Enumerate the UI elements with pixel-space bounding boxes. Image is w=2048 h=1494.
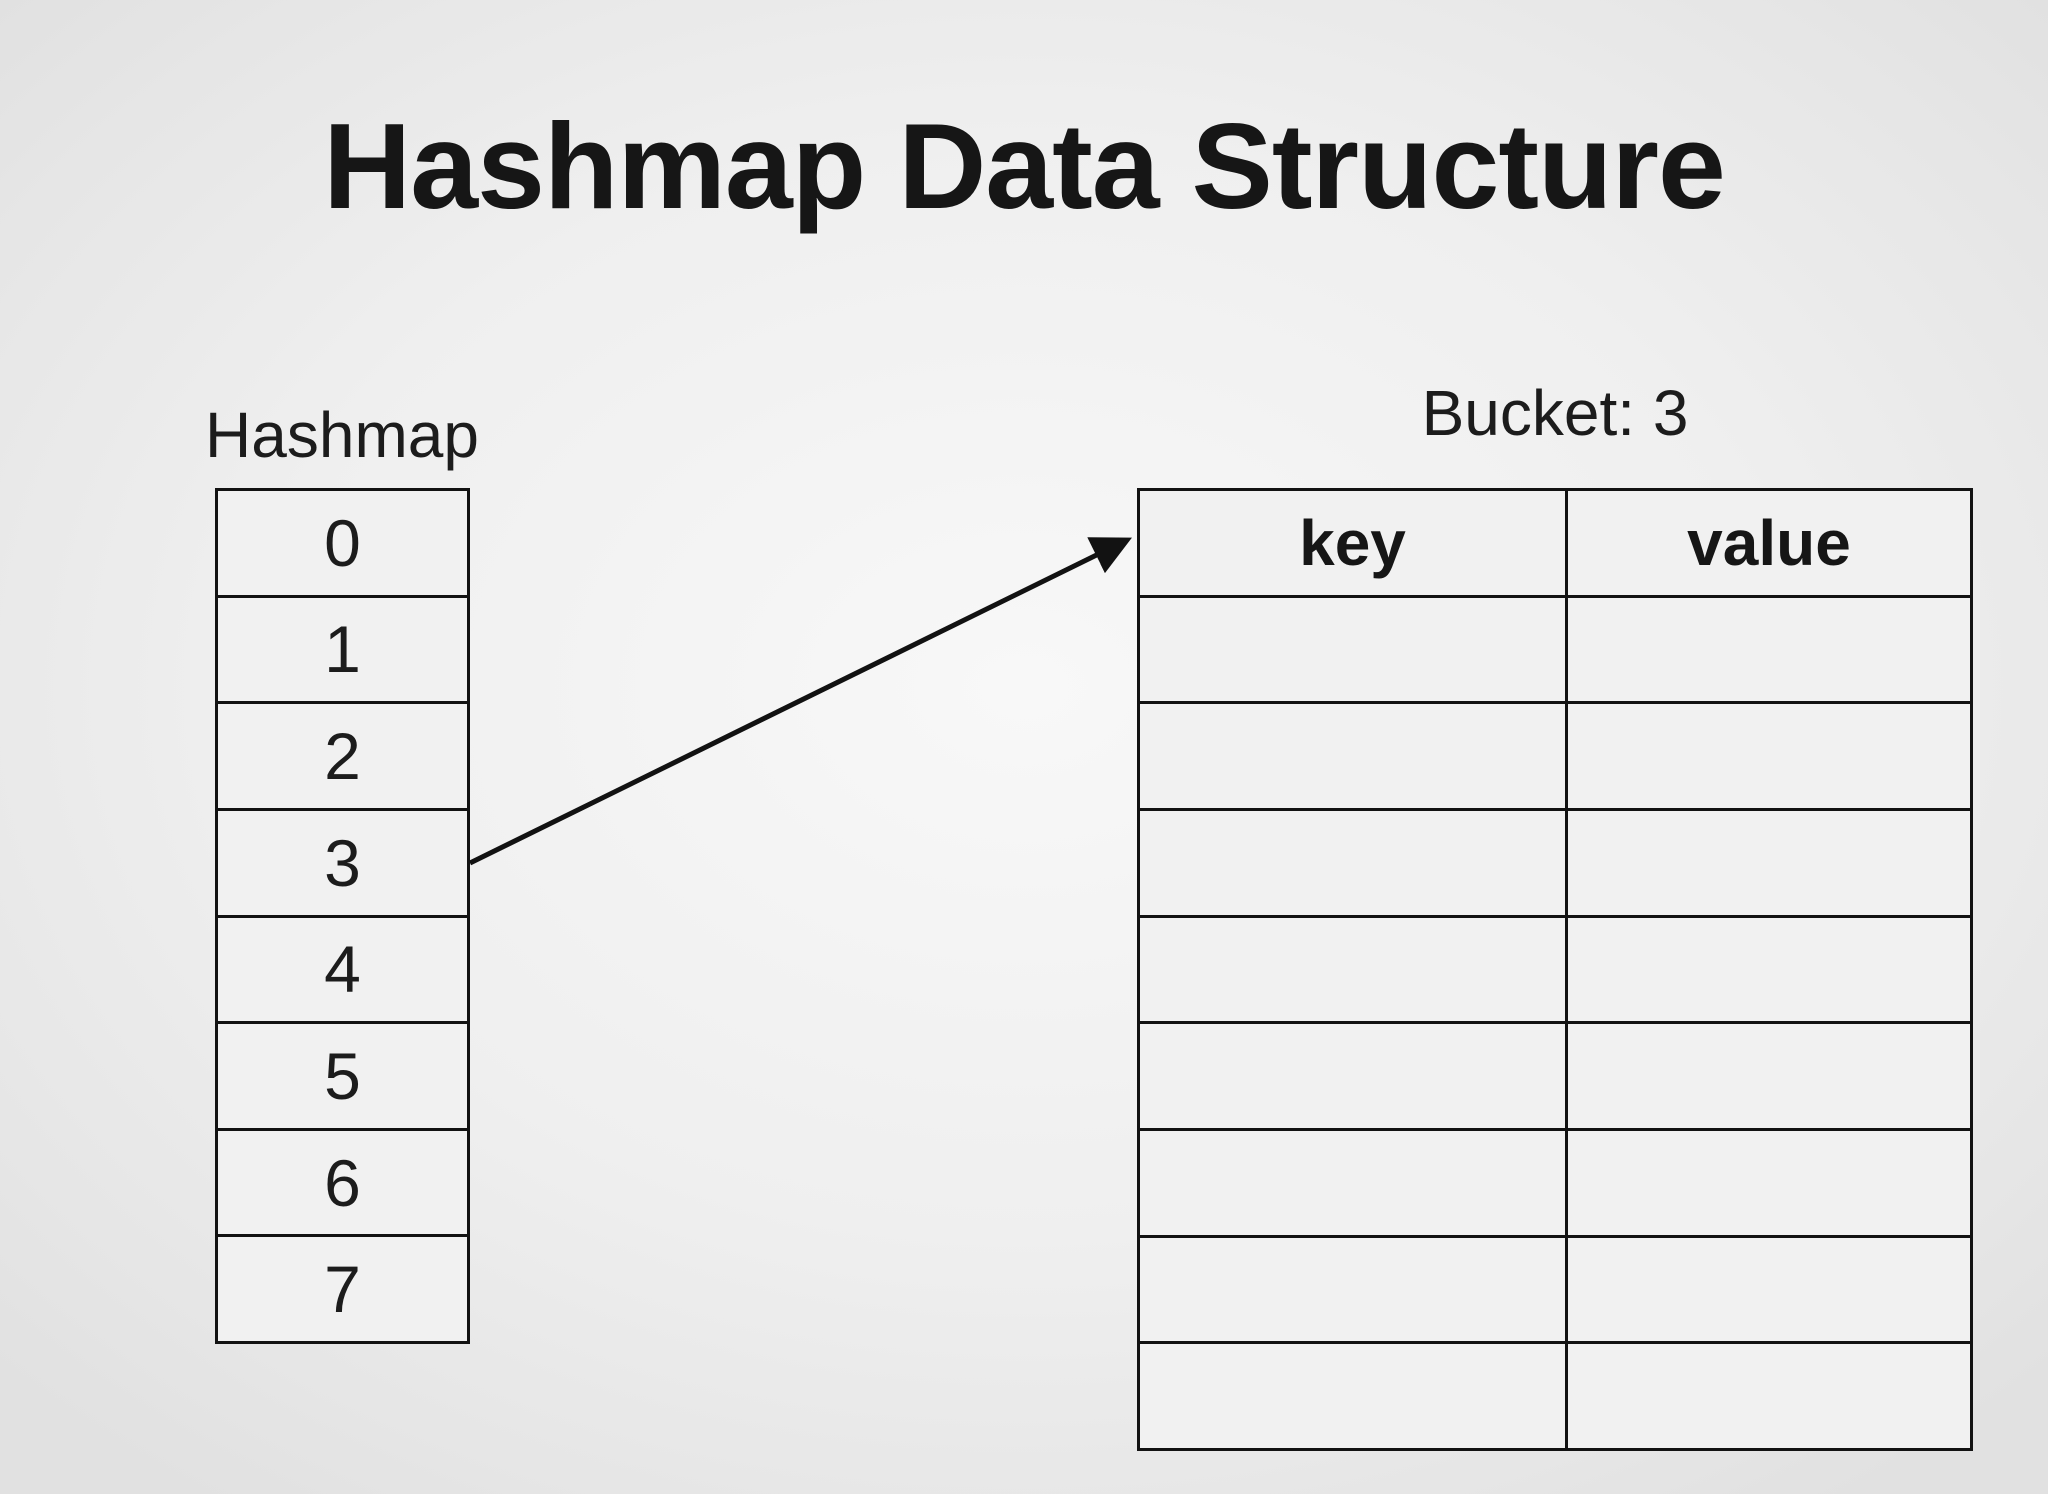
bucket-cell-key: [1140, 1341, 1565, 1448]
bucket-cell-key: [1140, 914, 1565, 1022]
slot3-to-bucket-arrow: [468, 537, 1132, 866]
bucket-cell-key: [1140, 701, 1565, 808]
hashmap-slot-cell: 3: [218, 807, 467, 915]
page-title: Hashmap Data Structure: [323, 98, 1726, 234]
hashmap-slot-cell: 0: [218, 488, 467, 595]
bucket-cell-value: [1565, 594, 1970, 702]
bucket-cell-value: [1565, 914, 1970, 1022]
bucket-cell-value: [1565, 1127, 1970, 1235]
bucket-cell-value: [1565, 807, 1970, 915]
bucket-cell-value: [1565, 701, 1970, 808]
hashmap-slot-cell: 5: [218, 1021, 467, 1128]
hashmap-slot-table: 0 1 2 3 4 5 6 7: [215, 488, 470, 1344]
bucket-header-key: key: [1140, 488, 1565, 595]
bucket-cell-value: [1565, 1234, 1970, 1342]
bucket-cell-key: [1140, 1234, 1565, 1342]
bucket-header-value: value: [1565, 488, 1970, 595]
bucket-cell-key: [1140, 1127, 1565, 1235]
hashmap-slot-cell: 2: [218, 701, 467, 808]
bucket-table-label: Bucket: 3: [1421, 377, 1689, 449]
hashmap-slot-cell: 1: [218, 594, 467, 702]
hashmap-table-label: Hashmap: [205, 399, 479, 471]
bucket-cell-key: [1140, 594, 1565, 702]
bucket-cell-key: [1140, 807, 1565, 915]
bucket-cell-key: [1140, 1021, 1565, 1128]
bucket-cell-value: [1565, 1341, 1970, 1448]
hashmap-slot-cell: 6: [218, 1127, 467, 1235]
hashmap-slot-cell: 7: [218, 1234, 467, 1341]
bucket-table: key value: [1137, 488, 1973, 1451]
bucket-cell-value: [1565, 1021, 1970, 1128]
hashmap-slot-cell: 4: [218, 914, 467, 1022]
